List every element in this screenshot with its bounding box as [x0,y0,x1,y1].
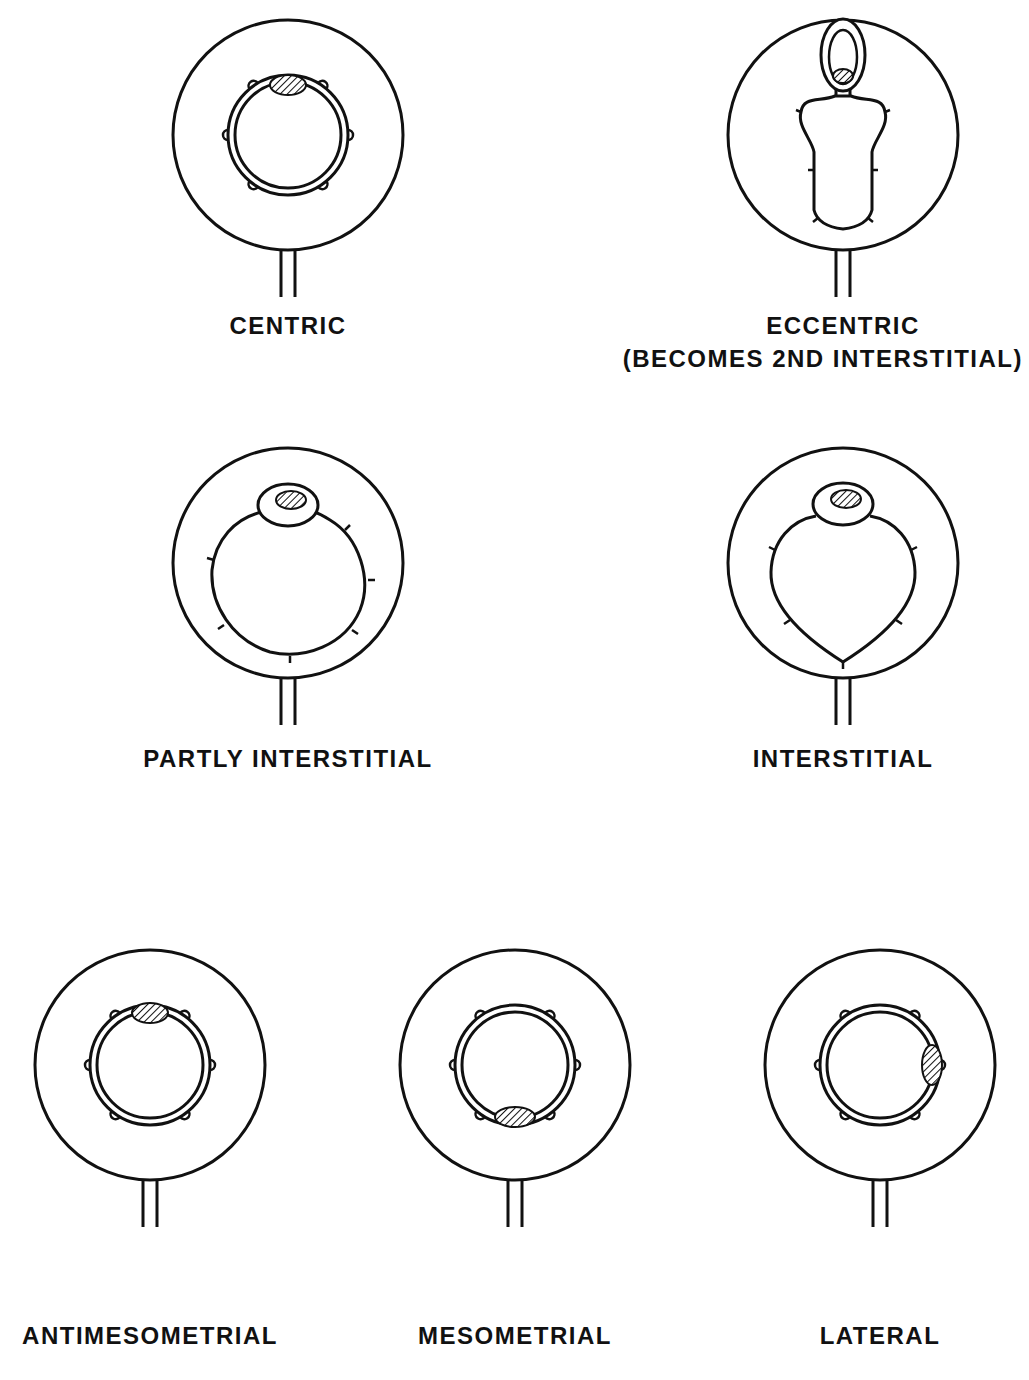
eccentric-figure [728,19,958,297]
figure-caption: ANTIMESOMETRIAL [22,1322,278,1351]
figure-caption: PARTLY INTERSTITIAL [143,745,432,774]
partly-interstitial-figure [173,448,403,725]
centric-figure [173,20,403,297]
figure-caption: CENTRIC [229,312,346,341]
figure-caption: (BECOMES 2ND INTERSTITIAL) [623,345,1023,374]
figure-caption: INTERSTITIAL [753,745,934,774]
figure-caption: ECCENTRIC [766,312,920,341]
mesometrial-figure [400,950,630,1227]
interstitial-figure [728,448,958,725]
figure-caption: LATERAL [820,1322,941,1351]
antimesometrial-figure [35,950,265,1227]
figure-caption: MESOMETRIAL [418,1322,612,1351]
lateral-figure [765,950,995,1227]
